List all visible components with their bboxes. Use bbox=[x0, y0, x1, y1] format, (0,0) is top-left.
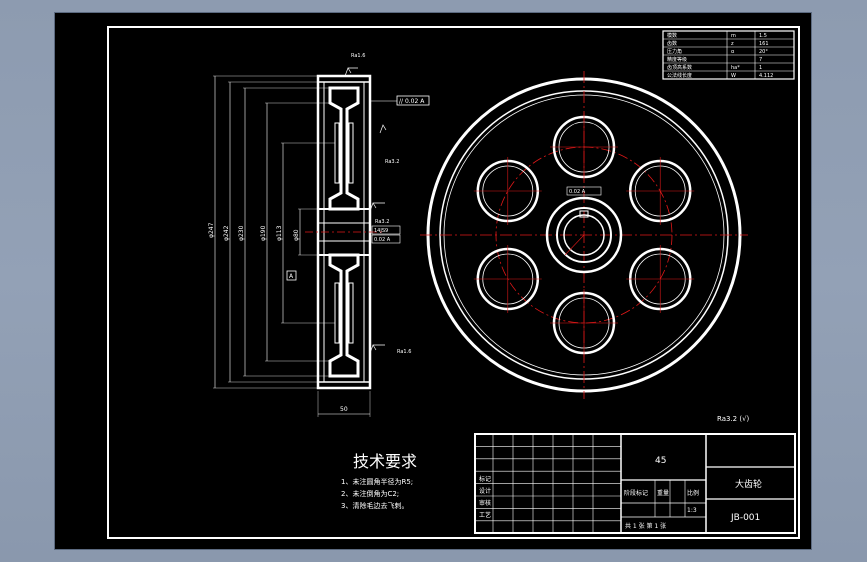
title-block: 45 大齿轮 JB-001 1:3 阶段标记 重量 比例 共 1 张 第 1 张… bbox=[474, 433, 796, 534]
stage-mark-label: 阶段标记 bbox=[624, 489, 648, 497]
tech-req-item-1: 1、未注圆角半径为R5; bbox=[341, 477, 413, 486]
scale-value: 1:3 bbox=[687, 507, 697, 514]
keyway-dim-a: 14JS9 bbox=[374, 228, 388, 234]
dim-label-3: φ190 bbox=[260, 225, 267, 241]
param-cell: 20° bbox=[759, 49, 768, 55]
param-cell: 齿顶高系数 bbox=[667, 64, 692, 71]
technical-requirements: 技术要求 1、未注圆角半径为R5; 2、未注倒角为C2; 3、清除毛边去飞刺。 bbox=[341, 452, 417, 510]
tech-req-title: 技术要求 bbox=[353, 452, 417, 471]
designer-label: 设计 bbox=[479, 487, 491, 495]
tech-req-item-3: 3、清除毛边去飞刺。 bbox=[341, 501, 408, 510]
process-label: 工艺 bbox=[479, 511, 491, 519]
scale-label: 比例 bbox=[687, 489, 699, 497]
param-cell: α bbox=[731, 49, 735, 55]
ra-label-0: Ra1.6 bbox=[351, 53, 365, 59]
drawing-number: JB-001 bbox=[730, 513, 760, 523]
weight-label: 重量 bbox=[657, 489, 669, 497]
param-cell: 4.112 bbox=[759, 73, 773, 79]
gear-parameter-table: 模数 m 1.5 齿数 z 161 压力角 α 20° 精度等级 7 齿顶高系数 ha* 1 公法线长度 W 4… bbox=[662, 30, 795, 80]
keyway-dim-b: 0.02 A bbox=[374, 237, 391, 243]
param-cell: 1 bbox=[759, 65, 762, 71]
dim-label-1: φ242 bbox=[223, 225, 230, 241]
width-dim-label: 50 bbox=[340, 406, 348, 413]
dim-label-4: φ113 bbox=[276, 225, 283, 241]
mark-label: 标记 bbox=[479, 475, 491, 483]
tolerance-frame: // 0.02 A bbox=[399, 98, 425, 105]
hub-tolerance: 0.02 A bbox=[569, 189, 586, 195]
param-cell: 模数 bbox=[667, 32, 677, 39]
drawing-canvas: 模数 m 1.5 齿数 z 161 压力角 α 20° 精度等级 7 齿顶高系数 ha* 1 公法线长度 W 4… bbox=[107, 26, 800, 539]
param-cell: 公法线长度 bbox=[667, 72, 692, 79]
sheet-border bbox=[107, 26, 800, 539]
tech-req-item-2: 2、未注倒角为C2; bbox=[341, 489, 399, 498]
param-cell: 7 bbox=[759, 57, 762, 63]
ra-label-3: Ra3.2 bbox=[385, 159, 399, 165]
gear-front-view: 0.02 A bbox=[420, 71, 748, 399]
param-cell: m bbox=[731, 33, 736, 39]
param-cell: 精度等级 bbox=[667, 56, 687, 63]
ra-label-1: Ra3.2 bbox=[375, 219, 389, 225]
dim-label-2: φ230 bbox=[238, 225, 245, 241]
param-cell: 1.5 bbox=[759, 33, 767, 39]
param-cell: 161 bbox=[759, 41, 769, 47]
param-cell: ha* bbox=[731, 65, 740, 71]
cad-drawing-viewport[interactable]: 模数 m 1.5 齿数 z 161 压力角 α 20° 精度等级 7 齿顶高系数 ha* 1 公法线长度 W 4… bbox=[55, 13, 811, 549]
dim-label-5: φ80 bbox=[293, 229, 300, 241]
gear-section-view: φ247 φ242 φ230 φ190 φ113 φ80 50 A // 0.0… bbox=[208, 53, 430, 417]
ra-label-2: Ra1.6 bbox=[397, 349, 411, 355]
param-cell: W bbox=[731, 73, 736, 79]
surface-finish-note: Ra3.2 (√) bbox=[717, 415, 750, 423]
dim-label-0: φ247 bbox=[208, 222, 215, 238]
datum-label: A bbox=[289, 273, 294, 280]
part-name: 大齿轮 bbox=[735, 478, 762, 490]
sheet-info: 共 1 张 第 1 张 bbox=[625, 522, 666, 530]
param-cell: z bbox=[731, 41, 734, 47]
material-label: 45 bbox=[655, 456, 666, 466]
checker-label: 审核 bbox=[479, 499, 491, 507]
param-cell: 齿数 bbox=[667, 40, 677, 47]
param-cell: 压力角 bbox=[667, 48, 682, 55]
